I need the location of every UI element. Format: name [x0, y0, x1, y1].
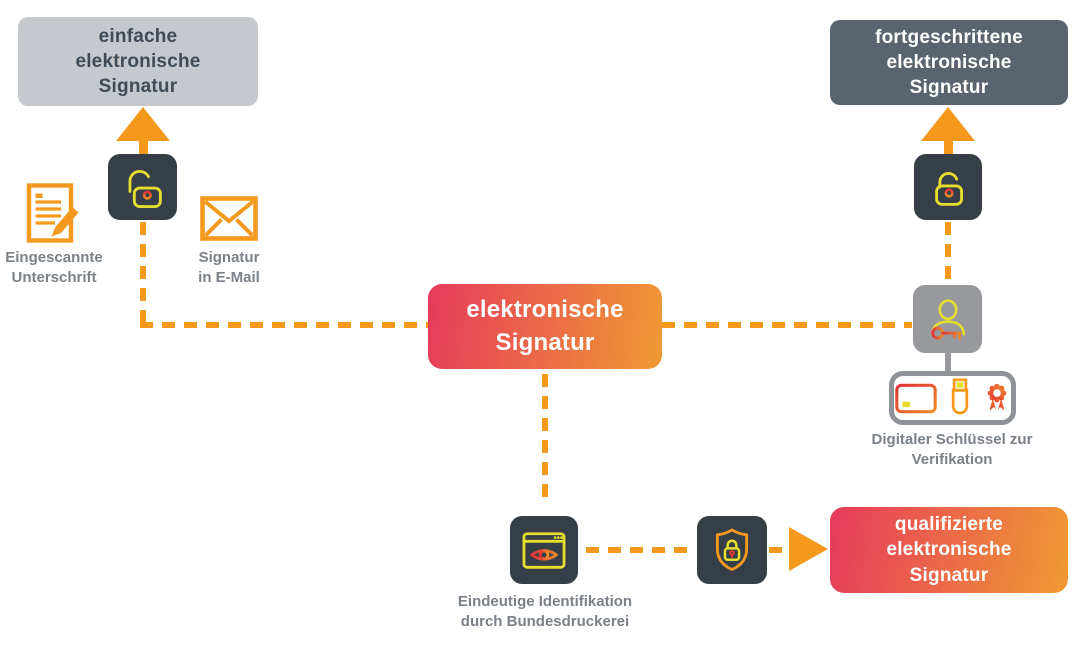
dashed-line-left-horizontal	[140, 322, 428, 328]
dashed-line-center-vertical	[542, 374, 548, 504]
certificate-badge-icon	[987, 383, 1006, 411]
dashed-line-bottom-horizontal	[586, 547, 694, 553]
caption-eindeutige-identifikation: Eindeutige Identifikation durch Bundesdr…	[457, 593, 633, 631]
open-lock-icon	[935, 172, 963, 206]
dashed-line-left-vertical	[140, 222, 146, 323]
browser-eye-icon	[522, 532, 566, 569]
tile-person-key	[913, 285, 982, 353]
dashed-line-right-horizontal	[662, 322, 912, 328]
dashed-line-before-arrow	[769, 547, 782, 553]
person-key-icon	[930, 299, 965, 340]
arrow-right-icon	[789, 527, 828, 571]
node-qualifizierte-signatur: qualifizierte elektronische Signatur	[830, 507, 1068, 593]
connector-line	[945, 353, 951, 372]
arrow-up-left-stem	[139, 139, 148, 154]
credit-card-icon	[894, 383, 937, 413]
caption-digitaler-schluessel: Digitaler Schlüssel zur Verifikation	[871, 431, 1033, 469]
usb-stick-icon	[951, 378, 968, 415]
tile-browser-eye	[510, 516, 578, 584]
tile-open-lock-left	[108, 154, 177, 220]
dashed-line-right-vertical	[945, 222, 951, 283]
node-elektronische-signatur: elektronische Signatur	[428, 284, 662, 369]
shield-lock-icon	[715, 528, 749, 571]
caption-signatur-in-email: Signatur in E-Mail	[198, 249, 260, 287]
arrow-up-right-icon	[921, 107, 975, 141]
envelope-icon	[200, 196, 258, 241]
open-lock-icon	[128, 169, 162, 208]
node-fortgeschrittene-signatur: fortgeschrittene elektronische Signatur	[830, 20, 1068, 105]
arrow-up-left-icon	[116, 107, 170, 141]
tile-shield-lock	[697, 516, 767, 584]
node-einfache-signatur: einfache elektronische Signatur	[18, 17, 258, 106]
caption-eingescannte-unterschrift: Eingescannte Unterschrift	[5, 249, 103, 287]
tile-open-lock-right	[914, 154, 982, 220]
digital-key-box	[889, 371, 1016, 425]
document-pen-icon	[26, 183, 86, 243]
arrow-up-right-stem	[944, 139, 953, 154]
